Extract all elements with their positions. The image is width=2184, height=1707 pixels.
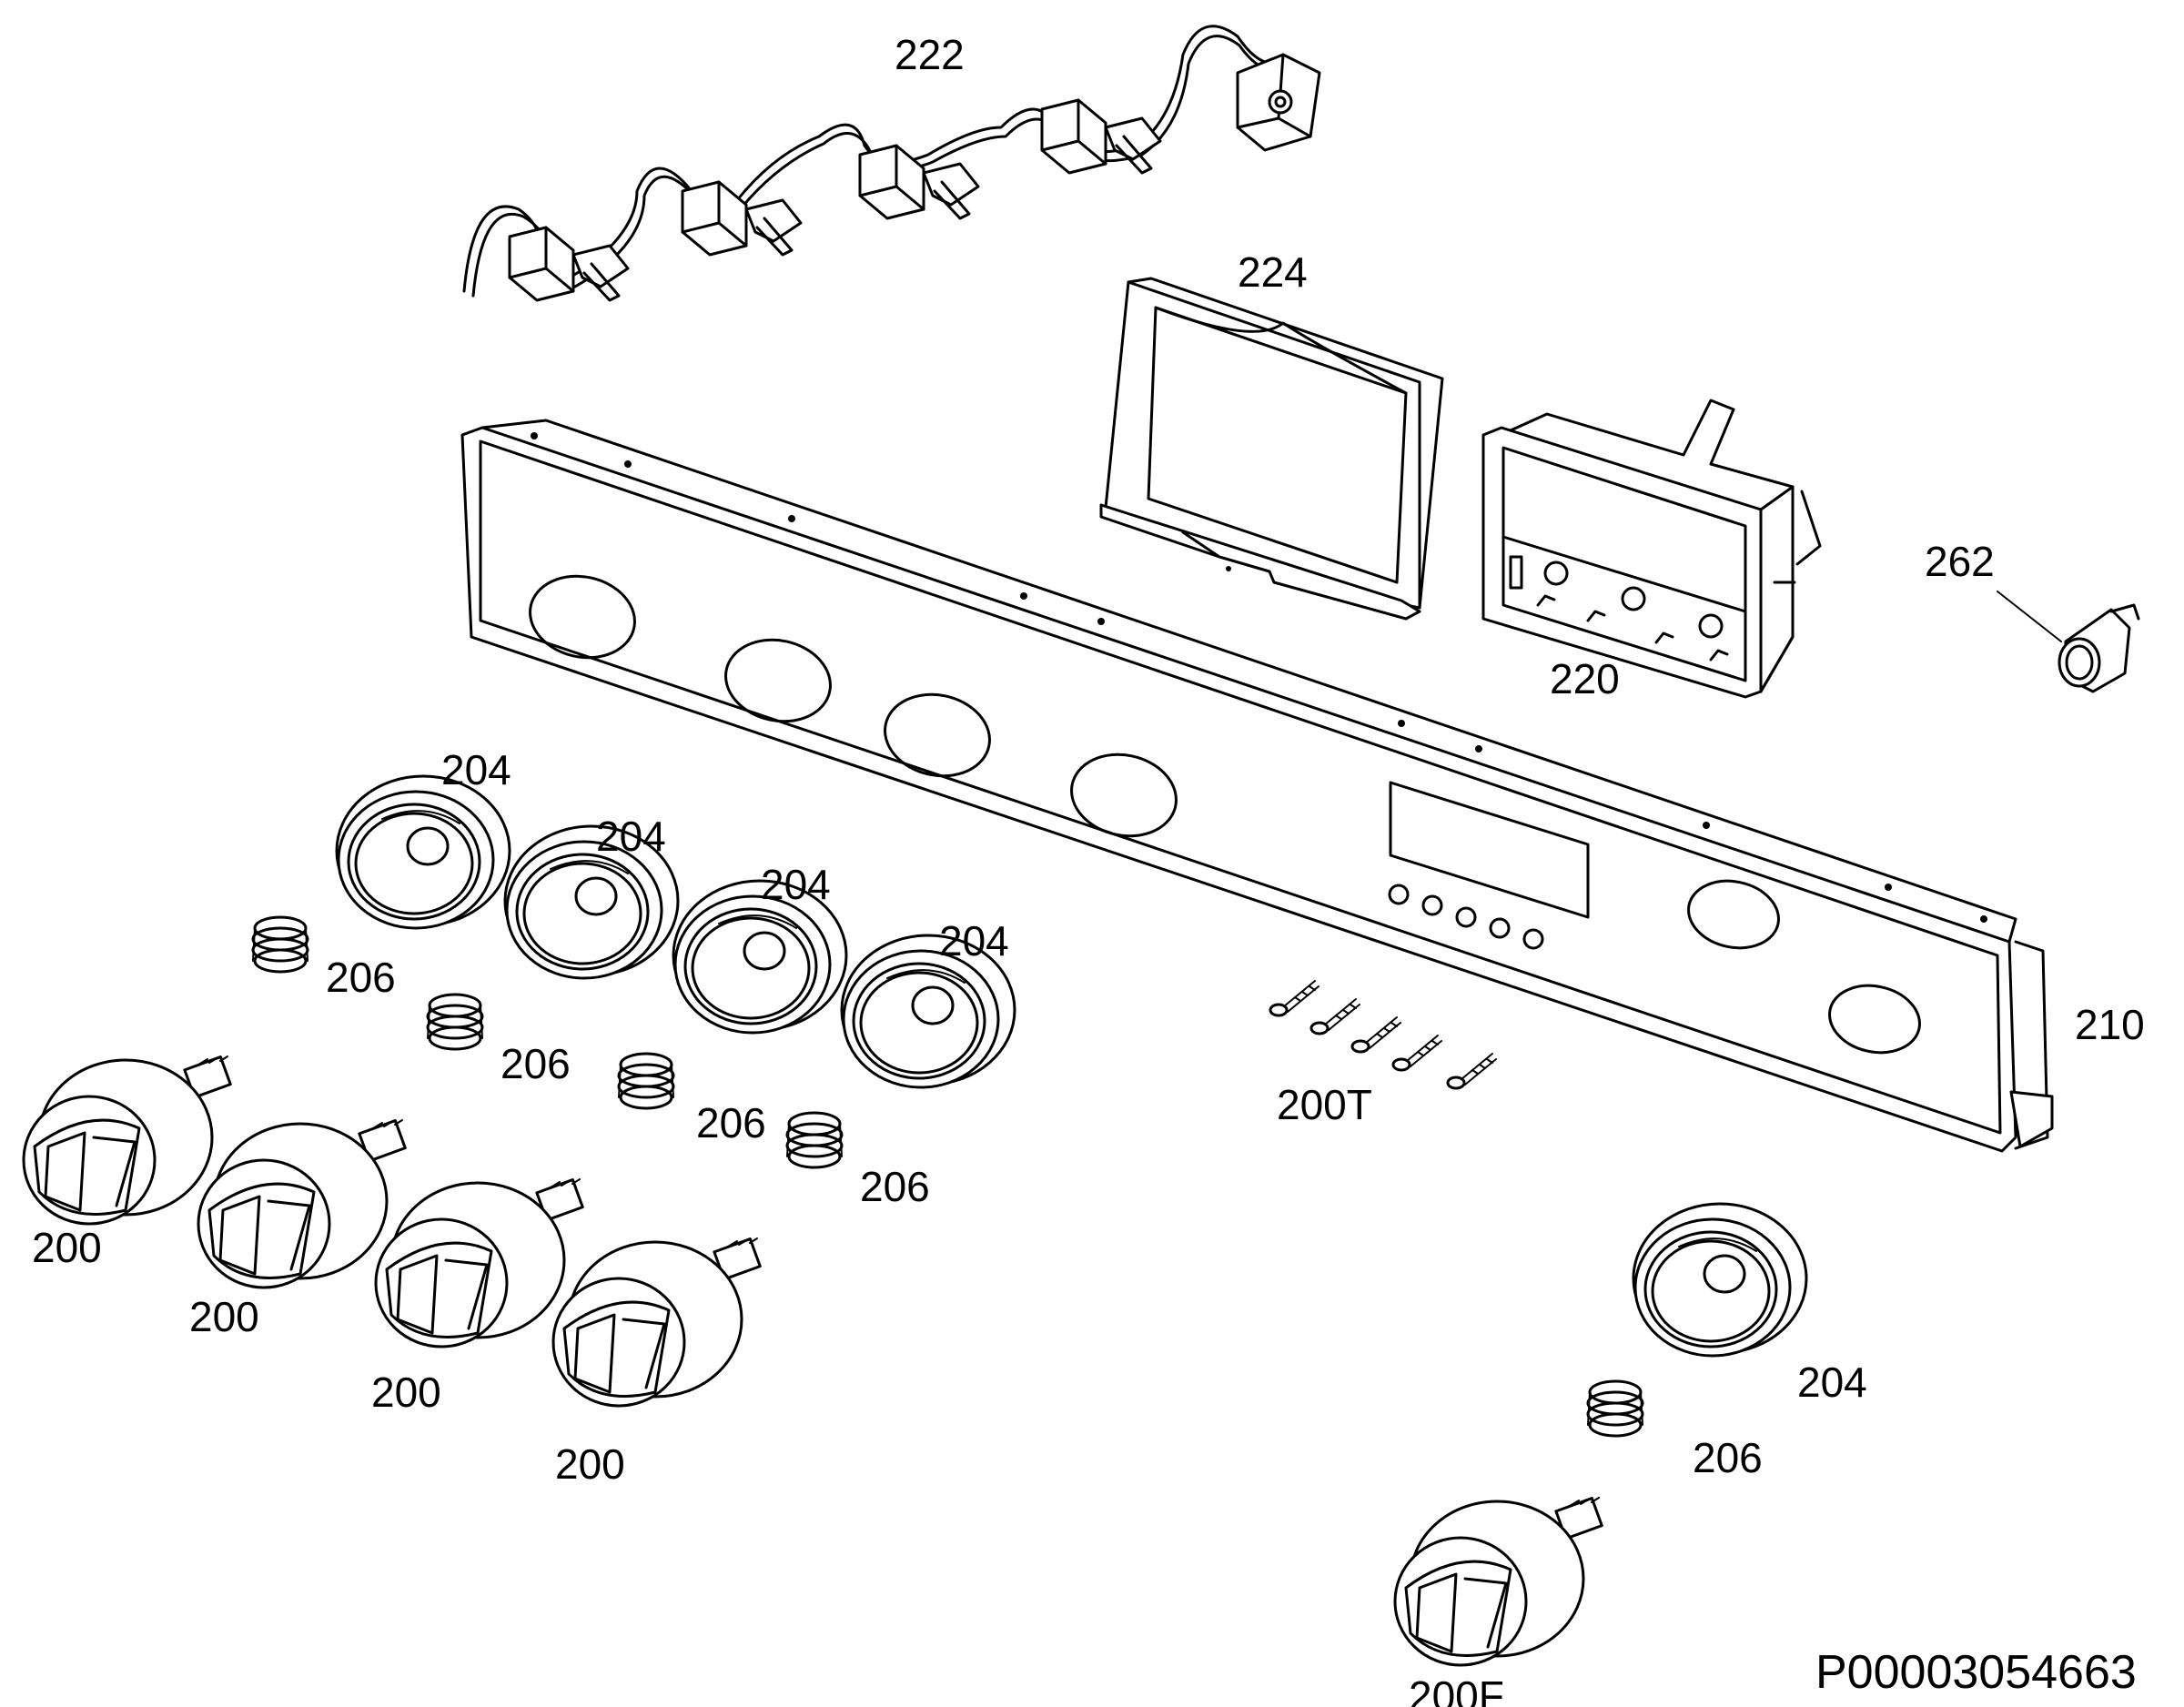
label-204: 204 [761,861,831,908]
label-262: 262 [1925,538,1995,585]
knobs [22,1055,1603,1667]
label-204: 204 [596,813,666,860]
label-200T: 200T [1277,1081,1372,1128]
label-224: 224 [1238,248,1308,296]
wiring-harness [462,25,1321,302]
indicator-lamp [1997,591,2140,693]
label-200: 200 [371,1369,441,1416]
label-204: 204 [1797,1359,1867,1406]
label-206: 206 [1693,1434,1763,1481]
label-220: 220 [1550,655,1620,702]
label-206: 206 [500,1040,571,1087]
label-200: 200 [32,1224,102,1271]
label-200F: 200F [1409,1672,1504,1707]
part-number: P00003054663 [1815,1646,2137,1699]
control-panel [460,419,2054,1153]
label-222: 222 [895,31,965,78]
timer-module [1481,399,1822,699]
label-200: 200 [555,1440,625,1488]
label-206: 206 [860,1163,930,1210]
screws [1269,979,1498,1090]
label-204: 204 [939,917,1009,965]
label-200: 200 [189,1293,259,1340]
part-labels: 222 224 262 220 210 200T 204 204 204 204… [32,31,2145,1707]
label-206: 206 [696,1099,766,1146]
label-204: 204 [441,746,511,793]
display-cover [1099,277,1444,621]
label-206: 206 [326,954,396,1001]
label-210: 210 [2075,1001,2145,1048]
